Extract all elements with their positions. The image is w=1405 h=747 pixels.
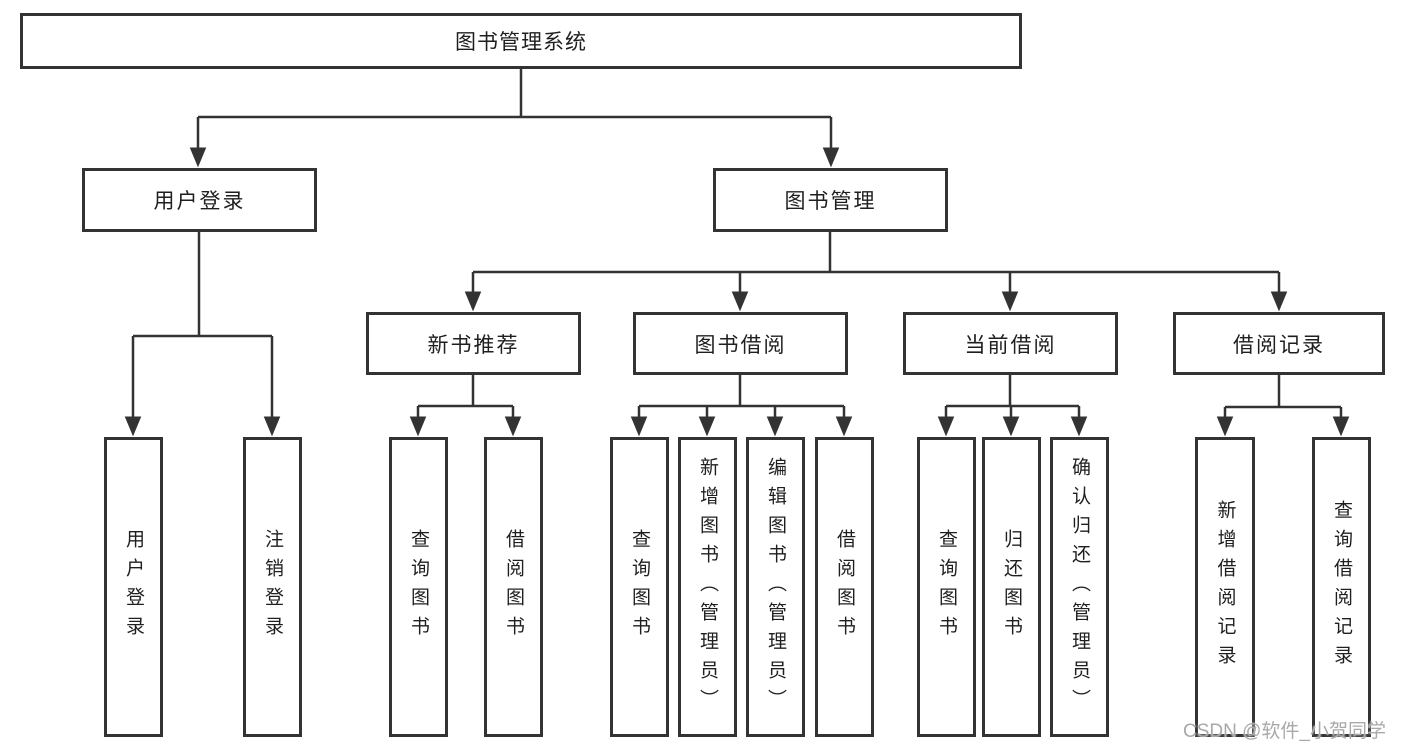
connector-new-book-recommend	[409, 375, 522, 437]
connector-user-login	[124, 232, 281, 437]
node-record-query-borrow-record: 查询借阅记录	[1312, 437, 1371, 737]
node-current-confirm-return-admin: 确认归还（管理员）	[1050, 437, 1109, 737]
node-root-system: 图书管理系统	[20, 13, 1022, 69]
node-borrow-borrow-books: 借阅图书	[815, 437, 874, 737]
node-book-borrow: 图书借阅	[633, 312, 848, 375]
node-logout-action: 注销登录	[243, 437, 302, 737]
node-recommend-query-books: 查询图书	[389, 437, 448, 737]
node-current-borrow: 当前借阅	[903, 312, 1118, 375]
node-book-management: 图书管理	[713, 168, 948, 232]
csdn-watermark: CSDN @软件_小贺同学	[1183, 721, 1386, 742]
node-record-add-borrow-record: 新增借阅记录	[1195, 437, 1255, 737]
node-user-login-action: 用户登录	[104, 437, 163, 737]
node-borrow-add-books-admin: 新增图书（管理员）	[678, 437, 737, 737]
node-recommend-borrow-books: 借阅图书	[484, 437, 543, 737]
connector-current-borrow	[937, 375, 1088, 437]
connector-book-borrow	[630, 375, 853, 437]
node-current-query-books: 查询图书	[917, 437, 976, 737]
node-borrow-record: 借阅记录	[1173, 312, 1385, 375]
node-new-book-recommend: 新书推荐	[366, 312, 581, 375]
connector-root	[189, 69, 840, 168]
node-user-login: 用户登录	[82, 168, 317, 232]
node-current-return-books: 归还图书	[982, 437, 1041, 737]
connector-book-management	[464, 232, 1288, 312]
node-borrow-query-books: 查询图书	[610, 437, 669, 737]
connector-borrow-record	[1216, 375, 1350, 437]
node-borrow-edit-books-admin: 编辑图书（管理员）	[746, 437, 805, 737]
